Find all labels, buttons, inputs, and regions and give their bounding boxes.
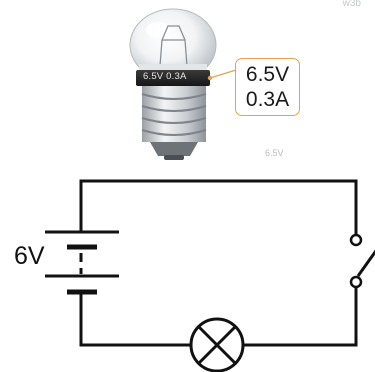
switch-icon — [349, 233, 375, 289]
bulb-thread-icon — [141, 86, 207, 142]
bulb-base-print: 6.5V 0.3A — [143, 71, 187, 82]
circuit-wires — [79, 179, 358, 347]
callout-leader — [209, 69, 237, 79]
bulb-sub-caption: 6.5V — [265, 148, 284, 158]
watermark: w3b — [342, 0, 361, 9]
light-bulb-icon — [129, 8, 217, 160]
rating-callout: 6.5V 0.3A — [235, 58, 300, 116]
lamp-symbol-icon — [189, 317, 245, 372]
rating-voltage: 6.5V — [245, 63, 290, 86]
filament-icon — [159, 25, 188, 67]
battery-label: 6V — [14, 242, 45, 270]
rating-current: 0.3A — [245, 88, 290, 111]
battery-icon — [45, 230, 119, 295]
